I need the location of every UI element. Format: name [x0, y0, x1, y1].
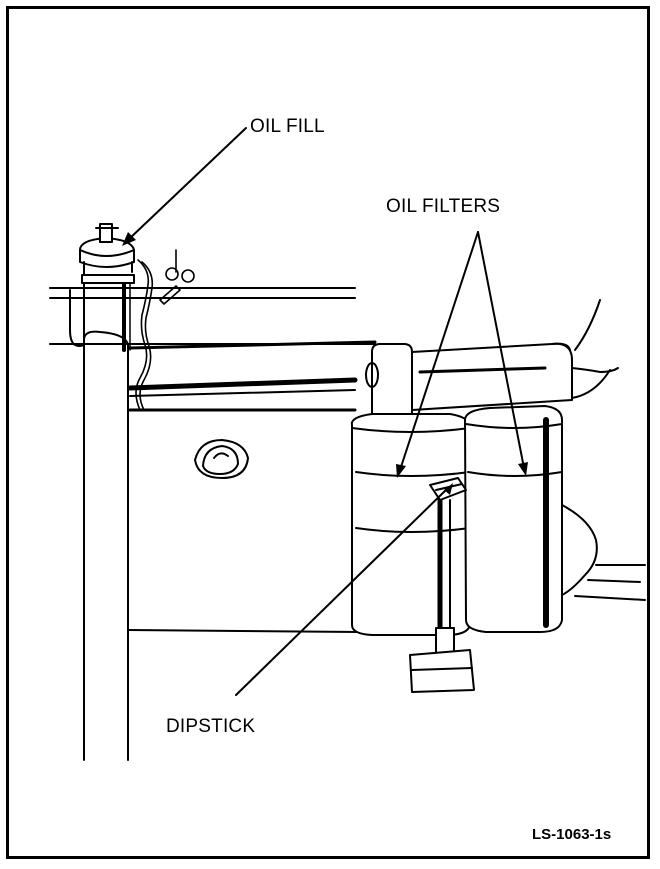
chain-clip: [159, 249, 195, 305]
leader-arrowheads: [122, 232, 528, 495]
figure-reference: LS-1063-1s: [532, 826, 612, 843]
engine-block: [127, 439, 361, 633]
engine-right-edge: [561, 504, 646, 601]
figure-frame: [6, 6, 650, 859]
hoses: [571, 299, 619, 399]
engine-deck: [49, 287, 377, 412]
oil-fill-label: OIL FILL: [250, 116, 325, 137]
dipstick-chain: [135, 259, 154, 411]
dipstick-drawing: [409, 477, 475, 693]
leader-lines: [127, 127, 525, 696]
oil-filter-right: [464, 405, 563, 633]
oil-filters-label: OIL FILTERS: [386, 196, 501, 217]
filter-head: [365, 342, 573, 419]
oil-fill-cap-drawing: [79, 223, 135, 284]
dipstick-label: DIPSTICK: [166, 716, 256, 737]
oil-fill-neck: [69, 259, 131, 761]
